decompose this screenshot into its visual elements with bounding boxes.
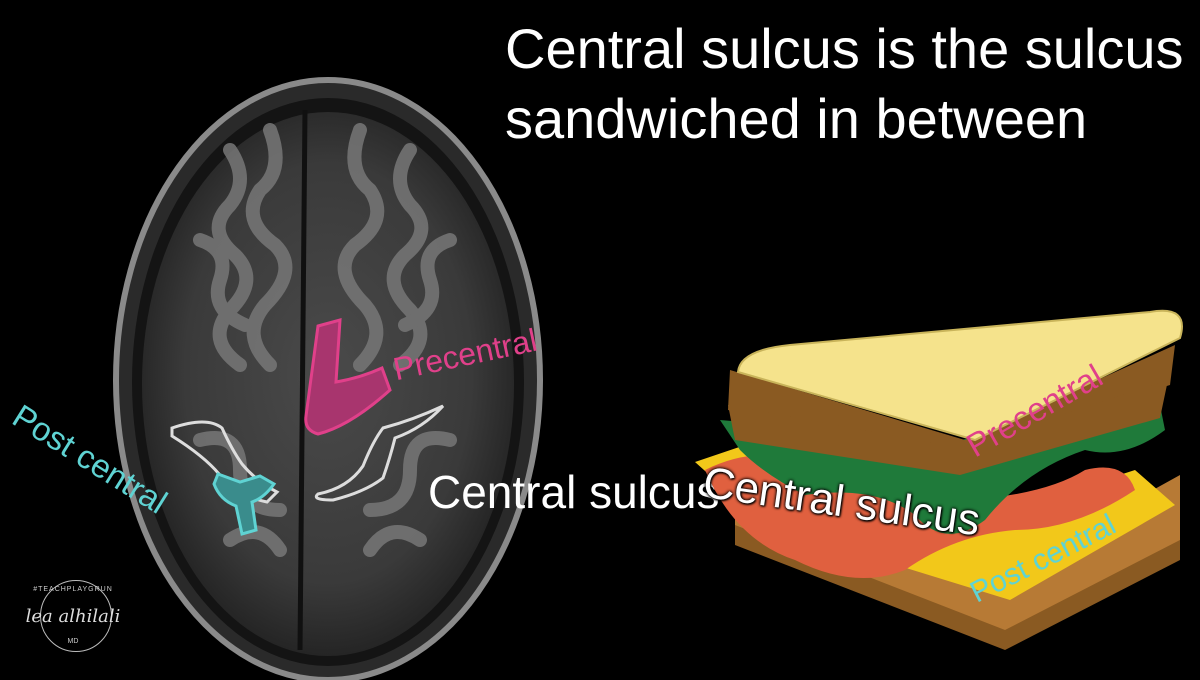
logo-signature: lea alhilali: [25, 606, 121, 627]
logo-top-text: #TEACHPLAYGRUN: [33, 586, 113, 593]
brain-mri-image: [113, 77, 543, 680]
logo-suffix: MD: [67, 638, 79, 645]
mri-central-sulcus-label: Central sulcus: [428, 466, 720, 518]
watermark-logo: #TEACHPLAYGRUN lea alhilali MD: [8, 580, 138, 670]
sandwich-illustration: [695, 309, 1183, 650]
slide-title: Central sulcus is the sulcus sandwiched …: [505, 17, 1184, 150]
logo-circle: [40, 580, 112, 652]
